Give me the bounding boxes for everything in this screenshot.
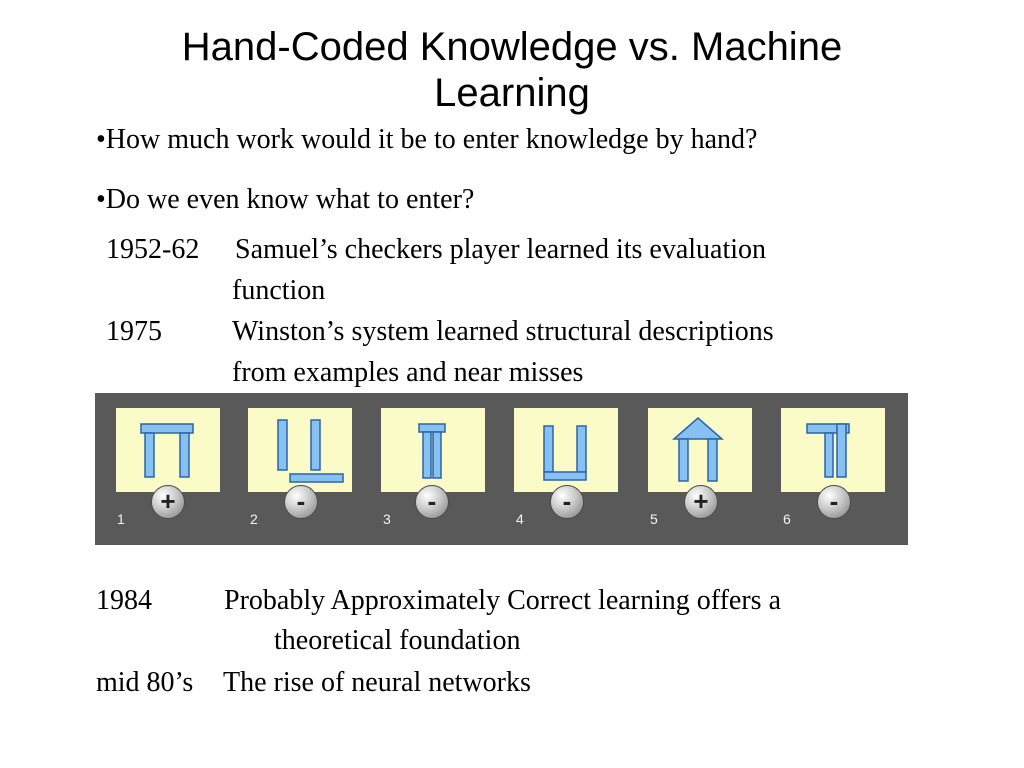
timeline-year-1952: 1952-62 xyxy=(106,234,200,265)
example-sign-4: - xyxy=(550,485,584,519)
example-number-5: 5 xyxy=(650,511,658,527)
example-panel-4 xyxy=(514,408,618,492)
example-panel-2 xyxy=(248,408,352,492)
timeline-text-neural: The rise of neural networks xyxy=(223,667,531,698)
example-panel-1 xyxy=(116,408,220,492)
timeline-year-1975: 1975 xyxy=(106,316,162,347)
example-number-3: 3 xyxy=(383,511,391,527)
slide-title: Hand-Coded Knowledge vs. Machine Learnin… xyxy=(181,25,843,115)
timeline-text-pac-2: theoretical foundation xyxy=(274,625,521,656)
examples-strip: + 1 - 2 - 3 - 4 + 5 xyxy=(95,393,908,545)
u-shape-icon xyxy=(543,425,587,481)
example-sign-5: + xyxy=(684,485,718,519)
timeline-text-winston-1: Winston’s system learned structural desc… xyxy=(232,316,774,347)
example-number-2: 2 xyxy=(250,511,258,527)
example-sign-3: - xyxy=(415,485,449,519)
example-panel-3 xyxy=(381,408,485,492)
timeline-text-samuel-1: Samuel’s checkers player learned its eva… xyxy=(235,234,767,265)
example-sign-2: - xyxy=(284,485,318,519)
timeline-text-pac-1: Probably Approximately Correct learning … xyxy=(224,585,781,616)
touching-posts-icon xyxy=(806,423,850,478)
bullet-work: •How much work would it be to enter know… xyxy=(96,124,758,155)
timeline-year-1984: 1984 xyxy=(96,585,152,616)
timeline-year-mid80s: mid 80’s xyxy=(96,667,194,698)
arch-icon xyxy=(140,423,194,478)
example-sign-1: + xyxy=(151,485,185,519)
example-number-1: 1 xyxy=(117,511,125,527)
bullet-know: •Do we even know what to enter? xyxy=(96,184,475,215)
tower-icon xyxy=(418,423,446,479)
example-number-4: 4 xyxy=(516,511,524,527)
example-panel-6 xyxy=(781,408,885,492)
roofed-arch-icon xyxy=(672,417,724,482)
example-sign-6: - xyxy=(817,485,851,519)
example-panel-5 xyxy=(648,408,752,492)
timeline-text-winston-2: from examples and near misses xyxy=(232,357,584,388)
example-number-6: 6 xyxy=(783,511,791,527)
fallen-lintel-icon xyxy=(277,419,344,483)
timeline-text-samuel-2: function xyxy=(232,275,326,306)
